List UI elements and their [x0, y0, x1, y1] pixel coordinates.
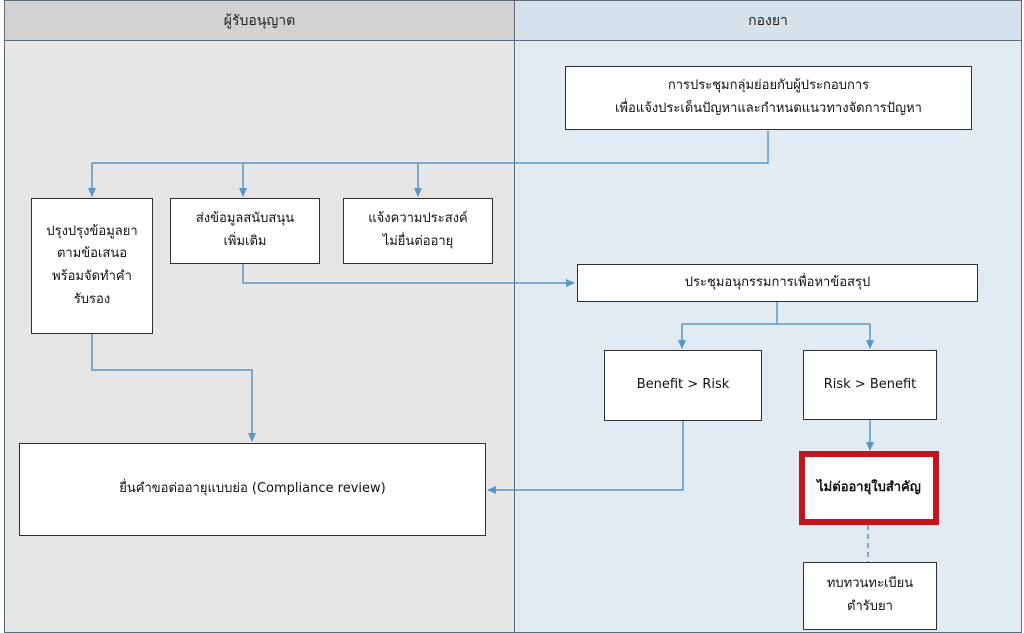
- node-notify-no-renewal: แจ้งความประสงค์ ไม่ยื่นต่ออายุ: [343, 198, 493, 264]
- node-text: ทบทวนทะเบียน: [826, 576, 914, 592]
- node-text: Risk > Benefit: [823, 376, 917, 392]
- node-text: ไม่ต่ออายุใบสำคัญ: [817, 479, 921, 495]
- connector-meeting-branch: [92, 131, 769, 164]
- node-text: Benefit > Risk: [636, 377, 730, 393]
- node-send-support-data: ส่งข้อมูลสนับสนุน เพิ่มเติม: [170, 198, 320, 264]
- connector-committee-branch: [678, 302, 778, 349]
- node-compliance-review: ยื่นคำขอต่ออายุแบบย่อ (Compliance review…: [19, 443, 486, 536]
- node-subgroup-meeting: การประชุมกลุ่มย่อยกับผู้ประกอบการ เพื่อแ…: [565, 66, 972, 130]
- node-text: ประชุมอนุกรรมการเพื่อหาข้อสรุป: [684, 274, 871, 290]
- node-text: การประชุมกลุ่มย่อยกับผู้ประกอบการ: [667, 78, 870, 94]
- node-review-registration: ทบทวนทะเบียน ตำรับยา: [803, 562, 937, 630]
- node-text: พร้อมจัดทำคำ: [52, 269, 132, 284]
- node-risk-gt-benefit: Risk > Benefit: [803, 350, 937, 420]
- lane-title-drug-division: กองยา: [515, 1, 1021, 41]
- node-text: ส่งข้อมูลสนับสนุน: [195, 211, 295, 227]
- connector-support-to-committee: [242, 264, 575, 287]
- connector-benefit-to-compliance: [487, 421, 684, 494]
- lane-title-licensee: ผู้รับอนุญาต: [5, 1, 514, 41]
- node-text: ยื่นคำขอต่ออายุแบบย่อ (Compliance review…: [119, 481, 386, 497]
- node-text: ไม่ยื่นต่ออายุ: [382, 234, 454, 249]
- node-text: เพิ่มเติม: [223, 234, 267, 249]
- node-text: ตามข้อเสนอ: [56, 246, 128, 262]
- connector-committee-to-risk: [777, 323, 874, 349]
- node-improve-drug-data: ปรุงปรุงข้อมูลยา ตามข้อเสนอ พร้อมจัดทำคำ…: [31, 198, 153, 334]
- node-text: รับรอง: [73, 291, 111, 307]
- node-text: แจ้งความประสงค์: [368, 211, 468, 227]
- node-text: ตำรับยา: [847, 599, 893, 614]
- node-text: ปรุงปรุงข้อมูลยา: [46, 223, 138, 239]
- connector-improve-to-compliance: [91, 334, 256, 442]
- node-not-renew-certificate: ไม่ต่ออายุใบสำคัญ: [799, 451, 939, 525]
- node-benefit-gt-risk: Benefit > Risk: [604, 350, 762, 421]
- node-text: เพื่อแจ้งประเด็นปัญหาและกำหนดแนวทางจัดกา…: [615, 101, 922, 116]
- node-committee-meeting: ประชุมอนุกรรมการเพื่อหาข้อสรุป: [577, 264, 978, 302]
